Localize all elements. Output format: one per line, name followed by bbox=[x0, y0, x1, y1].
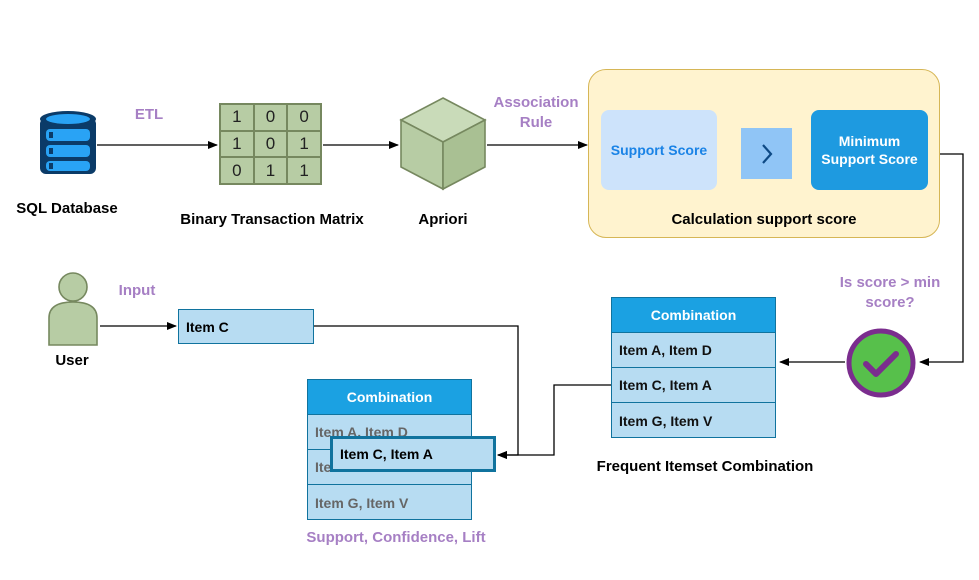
table-row: Item G, Item V bbox=[315, 494, 409, 511]
etl-label: ETL bbox=[134, 106, 164, 123]
association-rule-line: Rule bbox=[519, 114, 553, 131]
minimum-support-line: Support Score bbox=[821, 151, 918, 167]
chevron-right-icon bbox=[761, 143, 772, 164]
minimum-support-line: Minimum bbox=[838, 133, 901, 149]
edge-calc-to-check bbox=[919, 153, 964, 366]
support-score-node: Support Score bbox=[601, 110, 717, 190]
matrix-cell: 1 bbox=[287, 130, 321, 158]
association-rule-label: Association Rule bbox=[484, 93, 588, 133]
user-input-box: Item C bbox=[178, 309, 314, 344]
input-label: Input bbox=[118, 282, 156, 299]
frequent-itemset-table: Combination Item A, Item D Item C, Item … bbox=[611, 297, 776, 438]
matrix-cell: 1 bbox=[287, 157, 321, 184]
table-header: Combination bbox=[308, 380, 471, 415]
table-header: Combination bbox=[612, 298, 775, 333]
matrix-cell: 0 bbox=[287, 104, 321, 131]
table-row: Item G, Item V bbox=[619, 412, 713, 429]
minimum-support-score-node: Minimum Support Score bbox=[811, 110, 928, 190]
matrix-cell: 1 bbox=[220, 130, 254, 158]
binary-transaction-matrix: 1 0 0 1 0 1 0 1 1 bbox=[219, 103, 322, 185]
table-row: Item C, Item A bbox=[612, 368, 775, 403]
matrix-cell: 1 bbox=[253, 157, 288, 184]
matrix-cell: 1 bbox=[220, 104, 254, 131]
decision-question-line: score? bbox=[865, 294, 915, 311]
check-circle-icon bbox=[846, 328, 916, 398]
table-row: Item A, Item D bbox=[612, 333, 775, 368]
matrix-cell: 0 bbox=[253, 130, 288, 158]
calculation-label: Calculation support score bbox=[671, 211, 857, 228]
user-icon bbox=[48, 272, 98, 346]
database-icon bbox=[40, 111, 96, 174]
decision-question-line: Is score > min bbox=[839, 274, 941, 291]
association-rule-line: Association bbox=[493, 94, 579, 111]
highlighted-combination: Item C, Item A bbox=[330, 436, 496, 472]
decision-question: Is score > min score? bbox=[822, 273, 958, 313]
table-row: Ite bbox=[308, 450, 471, 485]
user-label: User bbox=[55, 352, 89, 369]
binary-matrix-label: Binary Transaction Matrix bbox=[180, 211, 364, 228]
matrix-cell: 0 bbox=[253, 104, 288, 131]
sql-database-label: SQL Database bbox=[16, 200, 118, 217]
frequent-itemset-label: Frequent Itemset Combination bbox=[596, 458, 814, 475]
edge-frequent-to-result bbox=[497, 384, 611, 459]
cube-icon bbox=[399, 97, 487, 191]
apriori-label: Apriori bbox=[418, 211, 468, 228]
metrics-label: Support, Confidence, Lift bbox=[306, 529, 486, 546]
matrix-cell: 0 bbox=[220, 157, 254, 184]
chevron-right-node bbox=[741, 128, 792, 179]
